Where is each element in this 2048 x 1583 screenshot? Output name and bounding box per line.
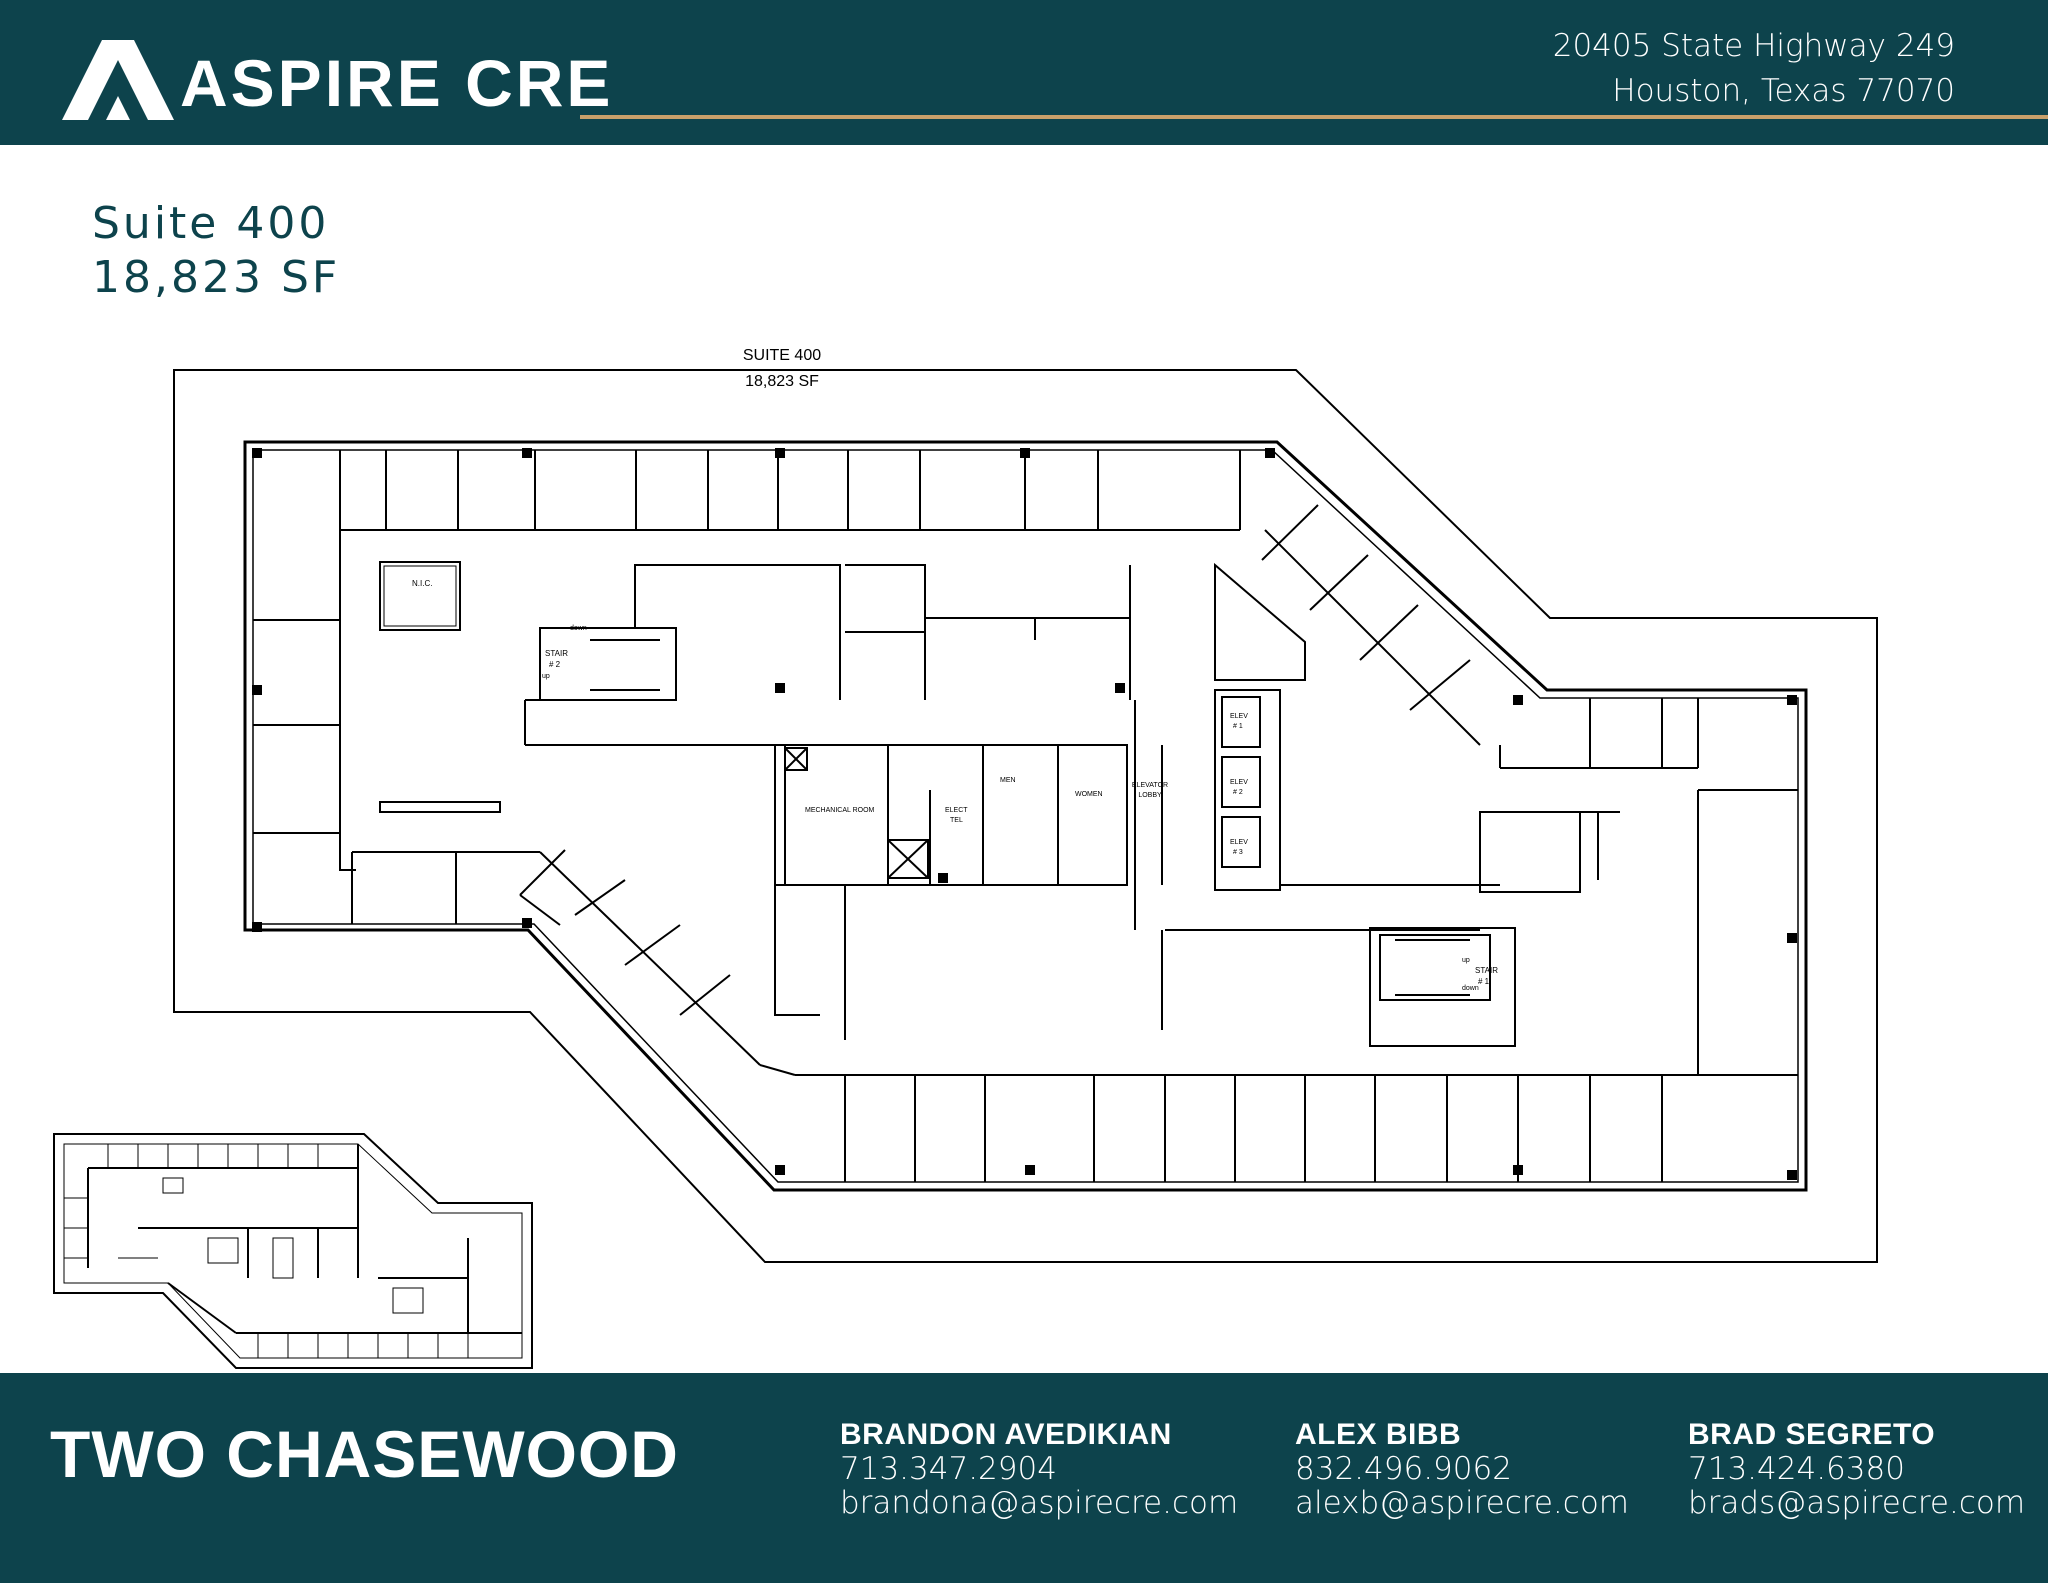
- stair1-up-label: up: [1462, 957, 1470, 964]
- stair2-number: # 2: [549, 660, 561, 669]
- contact-alex: ALEX BIBB 832.496.9062 alexb@aspirecre.c…: [1295, 1418, 1629, 1520]
- tel-label: TEL: [950, 817, 963, 824]
- key-plan-thumbnail: [53, 1133, 533, 1369]
- floor-plan: SUITE 400 18,823 SF N.I.C. STAIR # 2 dow…: [173, 347, 1878, 1263]
- building-outline: [243, 440, 1808, 1192]
- men-label: MEN: [1000, 777, 1016, 784]
- suite-title: Suite 400: [92, 198, 330, 249]
- contact-email[interactable]: brads@aspirecre.com: [1688, 1485, 2026, 1521]
- plan-suite-label: SUITE 400: [743, 347, 821, 364]
- aspire-logo-icon: [62, 40, 174, 120]
- women-label: WOMEN: [1075, 791, 1103, 798]
- nic-label: N.I.C.: [412, 579, 432, 588]
- stair1-down-label: down: [1462, 985, 1479, 992]
- contact-name: BRANDON AVEDIKIAN: [840, 1418, 1172, 1451]
- address-line-2: Houston, Texas 77070: [1612, 73, 1955, 109]
- site-boundary: [173, 369, 1878, 1263]
- building-name: TWO CHASEWOOD: [50, 1417, 679, 1491]
- header-bar: ASPIRE CRE 20405 State Highway 249 Houst…: [0, 0, 2048, 145]
- elect-label: ELECT: [945, 807, 968, 814]
- contact-name: ALEX BIBB: [1295, 1418, 1462, 1451]
- mechanical-room-label: MECHANICAL ROOM: [805, 807, 875, 814]
- suite-area: 18,823 SF: [92, 252, 341, 303]
- elevator-label: ELEVATOR: [1132, 782, 1168, 789]
- elev2-number: # 2: [1233, 789, 1243, 796]
- elev1-label: ELEV: [1230, 713, 1248, 720]
- address-line-1: 20405 State Highway 249: [1552, 28, 1955, 64]
- elev3-number: # 3: [1233, 849, 1243, 856]
- contact-email[interactable]: brandona@aspirecre.com: [840, 1485, 1239, 1521]
- contact-phone[interactable]: 832.496.9062: [1295, 1451, 1512, 1487]
- plan-suite-area: 18,823 SF: [745, 373, 819, 390]
- footer-bar: [0, 1373, 2048, 1583]
- lobby-label: LOBBY: [1138, 792, 1162, 799]
- contact-phone[interactable]: 713.424.6380: [1688, 1451, 1905, 1487]
- contact-phone[interactable]: 713.347.2904: [840, 1451, 1057, 1487]
- elev3-label: ELEV: [1230, 839, 1248, 846]
- contact-brandon: BRANDON AVEDIKIAN 713.347.2904 brandona@…: [840, 1418, 1238, 1520]
- elev2-label: ELEV: [1230, 779, 1248, 786]
- stair2-down-label: down: [570, 625, 587, 632]
- brand-name: ASPIRE CRE: [180, 46, 614, 120]
- contact-email[interactable]: alexb@aspirecre.com: [1295, 1485, 1629, 1521]
- header-divider: [580, 115, 2048, 119]
- stair1-label: STAIR: [1475, 966, 1498, 975]
- stair2-up-label: up: [542, 673, 550, 680]
- stair2-label: STAIR: [545, 649, 568, 658]
- contact-brad: BRAD SEGRETO 713.424.6380 brads@aspirecr…: [1688, 1418, 2025, 1520]
- stair1-number: # 1: [1478, 977, 1490, 986]
- elev1-number: # 1: [1233, 723, 1243, 730]
- contact-name: BRAD SEGRETO: [1688, 1418, 1936, 1451]
